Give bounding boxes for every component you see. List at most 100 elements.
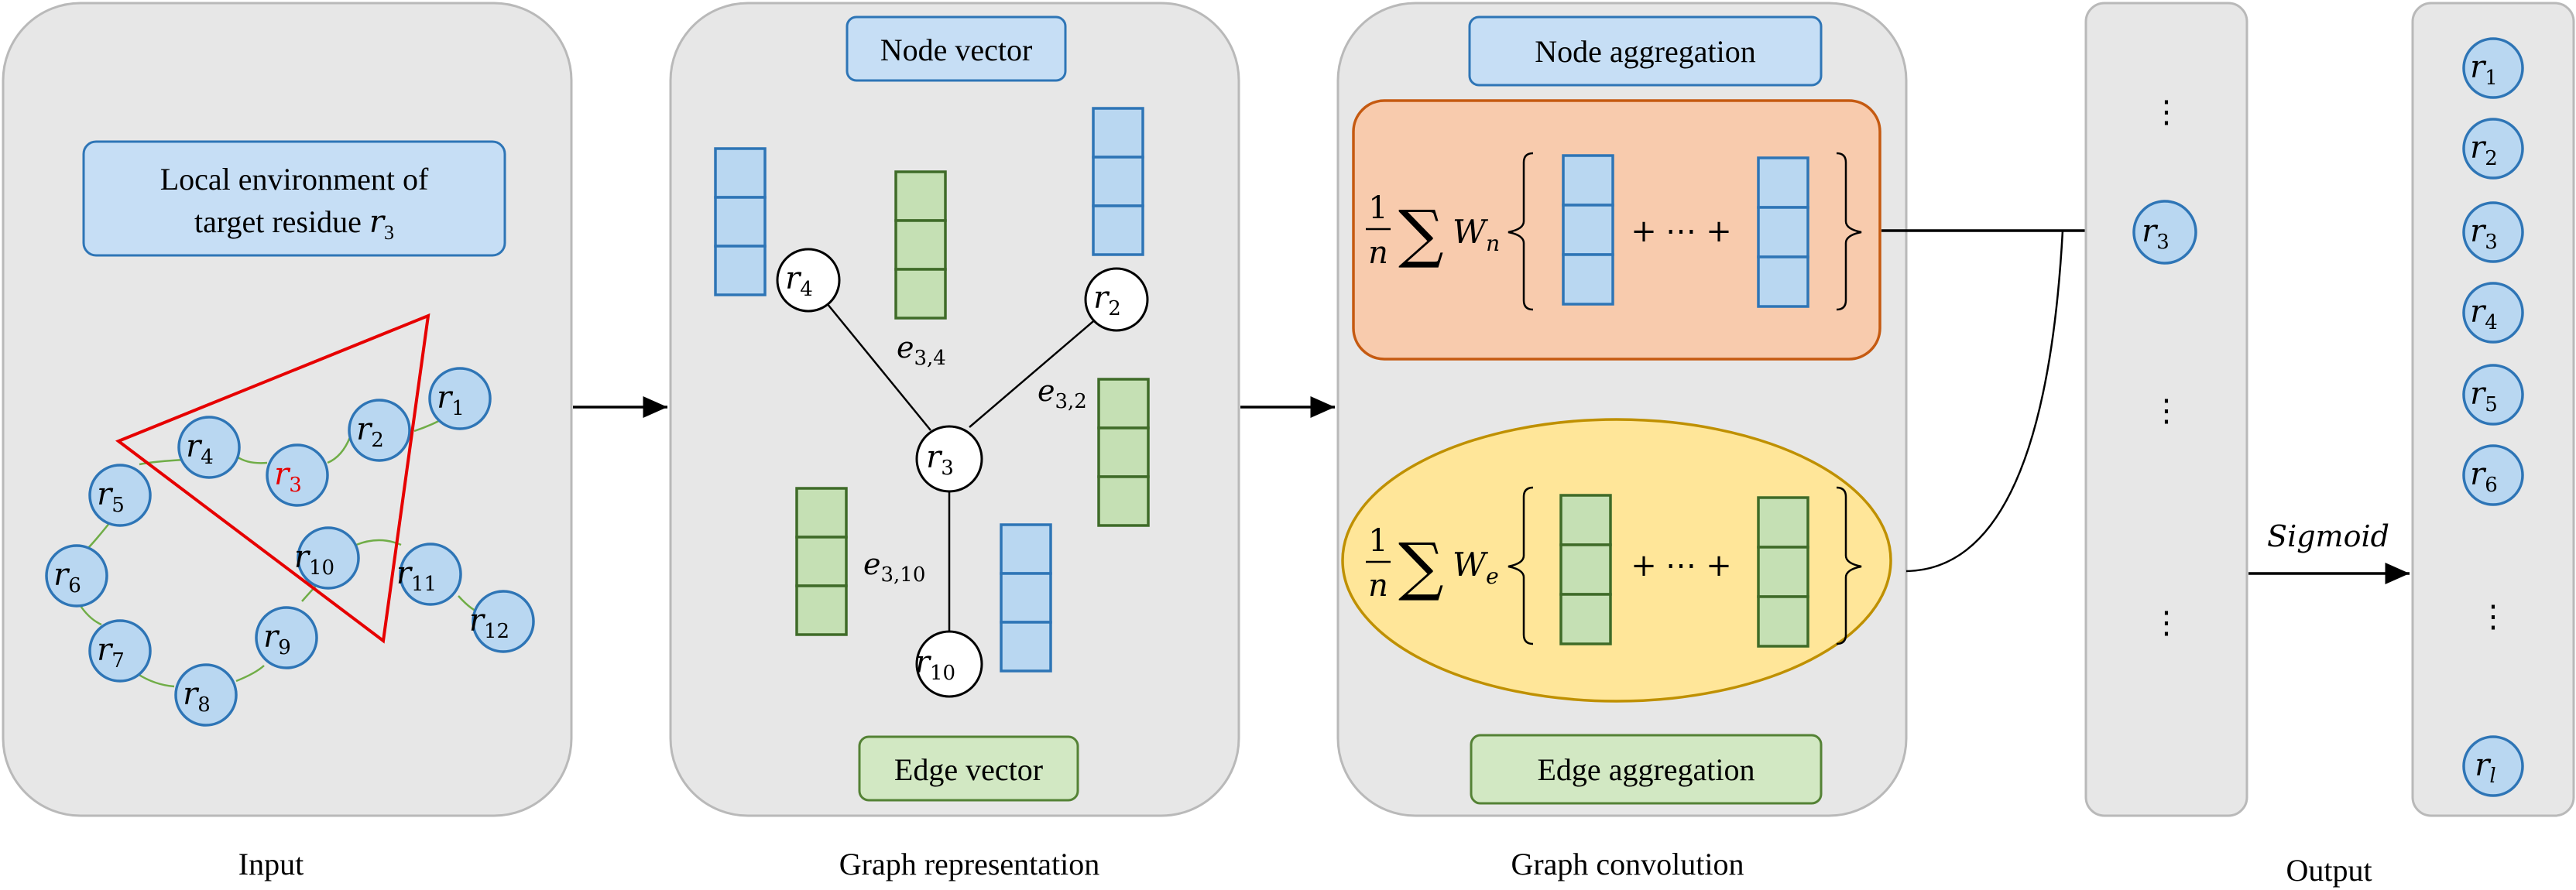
node-vector-1 [714, 147, 767, 296]
edge-vector-3 [795, 487, 848, 636]
vertical-ellipsis: ⋮ [2151, 605, 2182, 641]
vertical-ellipsis: ⋮ [2151, 94, 2182, 130]
local-environment-title-line2: target residue r3 [194, 204, 394, 244]
weight-symbol: Wn [1453, 213, 1500, 256]
residue-r11: r11 [396, 543, 462, 606]
edge-aggregation-ellipse [1341, 418, 1892, 703]
graph-node-label: r4 [785, 261, 813, 301]
summation-symbol: ∑ [1398, 197, 1444, 271]
residue-label: r11 [396, 556, 437, 596]
hidden-node-r3: r3 [2132, 200, 2197, 265]
output-node-r5: r5 [2462, 364, 2524, 426]
output-node-r6: r6 [2462, 444, 2524, 506]
residue-r1: r1 [428, 367, 492, 430]
residue-label: r10 [294, 539, 334, 580]
residue-label: r6 [53, 557, 81, 597]
fraction-numerator: 1 [1368, 190, 1387, 226]
node-vector-label: Node vector [880, 33, 1033, 67]
node-aggregation-label: Node aggregation [1535, 34, 1755, 69]
caption-graph-representation: Graph representation [839, 847, 1100, 881]
edge-vector-label: Edge vector [894, 752, 1043, 787]
left-brace [1508, 152, 1534, 311]
residue-node [428, 367, 492, 430]
graph-node-r2: r2 [1084, 267, 1149, 332]
output-node-label: r4 [2470, 294, 2498, 334]
ellipsis: ⋯ [1665, 214, 1696, 249]
residue-label: r4 [186, 429, 214, 469]
edge-vector-2 [1097, 378, 1150, 527]
local-environment-triangle [115, 313, 430, 644]
graph-node-label: r3 [926, 440, 954, 480]
node-vector-label-box [846, 15, 1067, 82]
edge-aggregation-label: Edge aggregation [1538, 752, 1755, 787]
residue-label: r2 [356, 412, 384, 452]
graph-node-r10: r10 [915, 630, 983, 698]
output-panel: r1 r2 r3 r4 r5 r6 ⋮ rl [2411, 2, 2575, 817]
fraction-numerator: 1 [1368, 523, 1387, 559]
output-node-label: rl [2475, 748, 2495, 788]
edge-vector-label-box [858, 735, 1079, 802]
residue-label: r8 [183, 676, 211, 717]
output-node-label: r2 [2470, 130, 2498, 170]
graph-representation-panel: Node vector Edge vector r4 r2 r3 r10 [669, 2, 1240, 817]
residue-label: r12 [469, 603, 509, 643]
output-node-r2: r2 [2462, 118, 2524, 180]
edge-vector-1 [894, 170, 947, 320]
residue-label: r1 [437, 380, 465, 420]
fraction-denominator: n [1368, 568, 1388, 604]
output-node-r4: r4 [2462, 282, 2524, 344]
edge-label-e32: e3,2 [1038, 374, 1087, 413]
graph-convolution-panel: Node aggregation Edge aggregation 1 n ∑ … [1336, 2, 1908, 817]
left-brace [1508, 486, 1534, 645]
output-node-label: r5 [2470, 376, 2498, 416]
output-node-label: r6 [2470, 457, 2498, 497]
output-node-r1: r1 [2462, 37, 2524, 99]
node-aggregation-label-box [1468, 15, 1823, 87]
node-aggregation-formula: 1 n ∑ Wn + ⋯ + [1366, 152, 1862, 311]
hidden-panel-bg [2084, 2, 2248, 817]
residue-r8: r8 [174, 663, 238, 727]
plus-sign: + [1631, 548, 1657, 584]
graph-node-r4: r4 [776, 248, 841, 313]
arrow-edge-agg-to-output [1905, 230, 2064, 573]
sigmoid-label: Sigmoid [2267, 519, 2389, 553]
graph-node-r3: r3 [915, 425, 983, 493]
node-vector-3 [1000, 523, 1052, 673]
node-aggregation-box [1352, 99, 1881, 361]
residue-r9: r9 [255, 606, 318, 669]
caption-output: Output [2286, 853, 2372, 888]
residue-label-highlight: r3 [274, 457, 302, 497]
output-node-label: r3 [2470, 214, 2498, 254]
output-node-label: r1 [2470, 50, 2498, 90]
right-brace [1836, 486, 1862, 645]
residue-r6: r6 [45, 544, 108, 608]
residue-r5: r5 [88, 464, 152, 527]
graph-edge-3-2 [969, 317, 1099, 428]
summation-symbol: ∑ [1398, 530, 1444, 604]
graph-node-label: r2 [1093, 280, 1121, 320]
graph-node-label: r10 [915, 645, 955, 685]
residue-r10: r10 [294, 526, 360, 590]
residue-label: r5 [97, 477, 125, 517]
weight-symbol: We [1453, 546, 1499, 589]
residue-r7: r7 [88, 619, 152, 683]
plus-sign: + [1706, 548, 1732, 584]
local-environment-title-line1: Local environment of [160, 162, 429, 197]
edge-aggregation-label-box [1470, 734, 1823, 805]
local-environment-label-box [82, 140, 506, 257]
hidden-node-label: r3 [2142, 214, 2170, 254]
residue-label: r7 [97, 632, 125, 673]
residue-r3: r3 [266, 443, 329, 507]
edge-label-e34: e3,4 [897, 330, 946, 370]
plus-sign: + [1706, 214, 1732, 249]
output-node-r3: r3 [2462, 201, 2524, 263]
edge-label-e310: e3,10 [863, 547, 925, 587]
residue-r4: r4 [177, 416, 241, 479]
hidden-representation-panel: ⋮ r3 ⋮ ⋮ [2084, 2, 2248, 817]
vertical-ellipsis: ⋮ [2151, 393, 2182, 429]
edge-aggregation-formula: 1 n ∑ We + ⋯ + [1366, 486, 1862, 648]
caption-graph-convolution: Graph convolution [1511, 847, 1744, 881]
input-panel: Local environment of target residue r3 r… [2, 2, 573, 817]
ellipsis: ⋯ [1665, 548, 1696, 584]
